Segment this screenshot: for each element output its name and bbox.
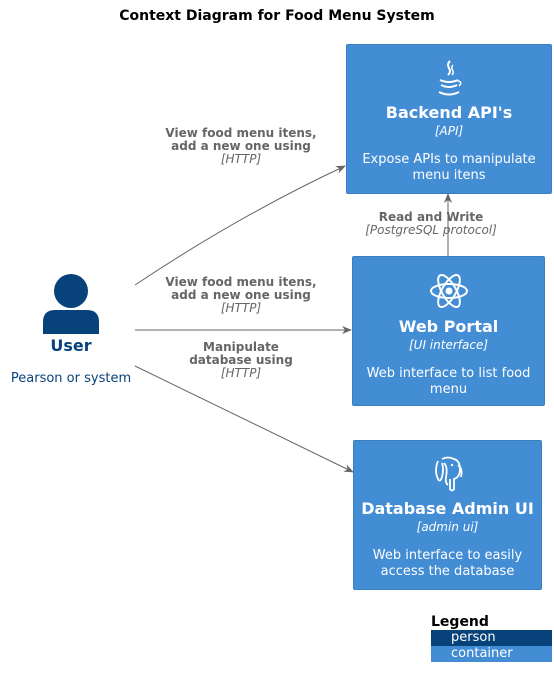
postgresql-icon <box>434 456 462 492</box>
person-description: Pearson or system <box>10 371 132 386</box>
edge-label-user-to-backend: View food menu itens, add a new one usin… <box>162 127 320 166</box>
edge-label-user-to-web-portal: View food menu itens, add a new one usin… <box>162 276 320 315</box>
database-admin-ui-name: Database Admin UI <box>361 499 534 518</box>
java-icon <box>438 60 462 96</box>
person-name: User <box>50 336 92 355</box>
database-admin-ui-technology: [admin ui] <box>416 520 479 534</box>
legend-item-container: container <box>431 646 552 662</box>
edge-label-protocol: [HTTP] <box>220 301 262 315</box>
container-web-portal[interactable]: Web Portal [UI interface] Web interface … <box>352 256 545 406</box>
diagram-title: Context Diagram for Food Menu System <box>119 8 435 24</box>
legend-item-person: person <box>431 630 552 646</box>
edge-label-text: View food menu itens, add a new one usin… <box>165 275 317 302</box>
edge-label-text: View food menu itens, add a new one usin… <box>165 126 317 153</box>
edge-label-protocol: [HTTP] <box>220 366 262 380</box>
container-database-admin-ui[interactable]: Database Admin UI [admin ui] Web interfa… <box>353 440 542 590</box>
edge-label-protocol: [HTTP] <box>220 152 262 166</box>
web-portal-technology: [UI interface] <box>408 338 489 352</box>
legend-title: Legend <box>431 614 489 630</box>
web-portal-description: Web interface to list food menu <box>366 366 531 397</box>
container-backend-api[interactable]: Backend API's [API] Expose APIs to manip… <box>346 44 552 194</box>
backend-api-description: Expose APIs to manipulate menu itens <box>362 152 536 183</box>
backend-api-technology: [API] <box>434 124 464 138</box>
edge-label-web-portal-to-backend: Read and Write [PostgreSQL protocol] <box>350 211 512 237</box>
edge-user-to-backend <box>134 165 346 286</box>
edge-label-text: Manipulate database using <box>189 340 293 367</box>
backend-api-name: Backend API's <box>385 103 513 122</box>
person-icon <box>43 274 99 334</box>
edge-label-text: Read and Write <box>378 210 484 224</box>
react-icon <box>429 274 468 308</box>
edge-label-user-to-db-admin: Manipulate database using [HTTP] <box>180 341 302 380</box>
web-portal-name: Web Portal <box>398 317 499 336</box>
edge-user-to-db-admin <box>134 365 354 473</box>
database-admin-ui-description: Web interface to easily access the datab… <box>372 548 523 579</box>
edge-label-protocol: [PostgreSQL protocol] <box>365 223 497 237</box>
